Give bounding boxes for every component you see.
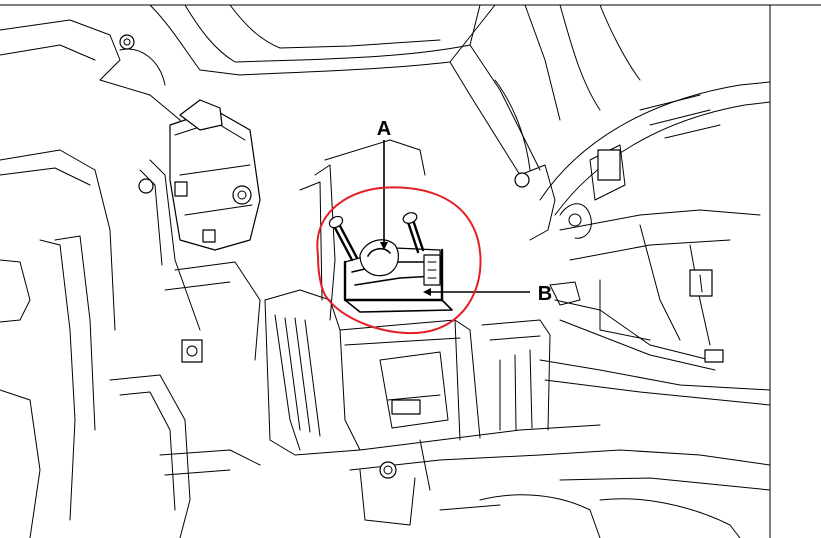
lower-floor-area — [439, 449, 771, 538]
switch-detail — [328, 212, 453, 313]
right-vent-assembly — [514, 81, 771, 406]
callout-arrows — [380, 140, 530, 296]
callout-label-a: A — [377, 118, 391, 140]
frame-lines — [0, 4, 821, 538]
callout-label-b: B — [538, 283, 552, 305]
upper-dash-structure — [149, 4, 641, 176]
highlight-circle — [316, 186, 482, 335]
left-structure — [0, 19, 261, 538]
center-housing — [264, 139, 601, 526]
